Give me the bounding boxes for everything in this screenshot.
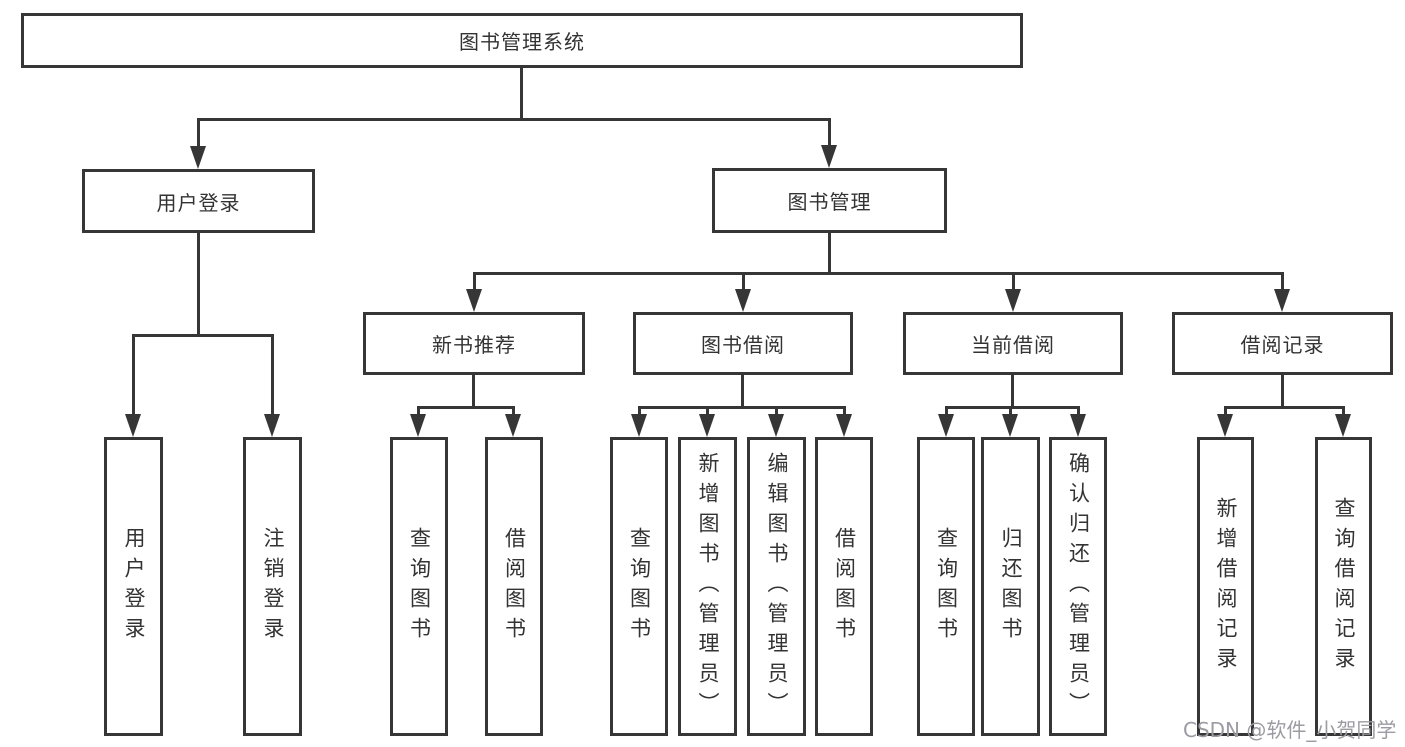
node-root: 图书管理系统: [21, 13, 1023, 68]
arrow-down-icon: [466, 289, 482, 312]
edge-to-leaf-stem: [1224, 406, 1227, 416]
edge-root-hline: [197, 118, 831, 121]
node-new-book-recommend-label: 新书推荐: [432, 333, 516, 357]
leaf-return-books: 归还图书: [981, 437, 1040, 736]
arrow-down-icon: [631, 414, 647, 437]
arrow-down-icon: [938, 414, 954, 437]
node-current-borrowing: 当前借阅: [903, 312, 1123, 375]
leaf-confirm-return-admin-label: 确认归还（管理员）: [1066, 451, 1091, 722]
edge-new-book-recommend-stem: [472, 375, 475, 408]
edge-current-borrowing-stem: [1011, 375, 1014, 408]
edge-to-leaf-stem: [775, 406, 778, 416]
edge-to-leaf-stem: [512, 406, 515, 416]
edge-book-borrowing-stem: [741, 375, 744, 408]
edge-to-level3-stem: [742, 272, 745, 289]
edge-to-leaf-stem: [706, 406, 709, 416]
node-book-borrowing-label: 图书借阅: [701, 333, 785, 357]
leaf-query-books-current: 查询图书: [917, 437, 975, 736]
leaf-query-borrow-record: 查询借阅记录: [1315, 437, 1372, 736]
arrow-down-icon: [1274, 289, 1290, 312]
edge-root-stem: [520, 66, 523, 121]
leaf-borrow-books: 借阅图书: [815, 437, 873, 736]
edge-to-leaf-stem: [1342, 406, 1345, 416]
leaf-query-books-borrowing-label: 查询图书: [627, 526, 652, 647]
node-root-label: 图书管理系统: [459, 30, 585, 54]
edge-user-login-stem: [197, 233, 200, 336]
leaf-edit-books-admin-label: 编辑图书（管理员）: [765, 451, 789, 722]
leaf-borrow-books-recommend-label: 借阅图书: [502, 526, 527, 647]
leaf-user-login: 用户登录: [104, 437, 163, 736]
edge-to-leaf-stem: [1077, 406, 1080, 416]
edge-to-level3-stem: [473, 272, 476, 289]
arrow-down-icon: [190, 146, 206, 169]
csdn-watermark: CSDN @软件_小贺同学: [1183, 718, 1397, 742]
edge-to-leaf-stem: [638, 406, 641, 416]
edge-to-leaf-stem: [271, 334, 274, 416]
leaf-query-borrow-record-label: 查询借阅记录: [1332, 496, 1356, 677]
edge-to-leaf-stem: [417, 406, 420, 416]
arrow-down-icon: [735, 289, 751, 312]
leaf-logout: 注销登录: [243, 437, 302, 736]
edge-to-level3-stem: [1281, 272, 1284, 289]
arrow-down-icon: [1002, 414, 1018, 437]
node-borrow-records-label: 借阅记录: [1240, 333, 1325, 357]
arrow-down-icon: [821, 145, 837, 168]
edge-to-level3-stem: [1012, 272, 1015, 289]
leaf-query-books-recommend-label: 查询图书: [407, 526, 432, 647]
edge-current-borrowing-hline: [945, 406, 1080, 409]
edge-to-user-login-stem: [197, 118, 200, 150]
edge-book-management-stem: [828, 233, 831, 275]
node-book-management-label: 图书管理: [787, 190, 872, 214]
leaf-add-books-admin: 新增图书（管理员）: [678, 437, 737, 736]
arrow-down-icon: [1070, 414, 1086, 437]
leaf-query-books-current-label: 查询图书: [934, 526, 959, 647]
arrow-down-icon: [768, 414, 784, 437]
edge-borrow-records-stem: [1281, 375, 1284, 408]
edge-user-login-hline: [132, 334, 274, 337]
arrow-down-icon: [505, 414, 521, 437]
leaf-add-borrow-record: 新增借阅记录: [1197, 437, 1254, 736]
edge-to-leaf-stem: [132, 334, 135, 416]
edge-new-book-recommend-hline: [417, 406, 515, 409]
edge-to-leaf-stem: [945, 406, 948, 416]
edge-to-leaf-stem: [843, 406, 846, 416]
leaf-borrow-books-recommend: 借阅图书: [485, 437, 543, 736]
leaf-return-books-label: 归还图书: [999, 526, 1023, 647]
arrow-down-icon: [264, 414, 280, 437]
arrow-down-icon: [1005, 289, 1021, 312]
edge-to-book-management-stem: [828, 118, 831, 148]
edge-borrow-records-hline: [1224, 406, 1345, 409]
leaf-confirm-return-admin: 确认归还（管理员）: [1049, 437, 1107, 736]
node-user-login-label: 用户登录: [156, 190, 241, 215]
arrow-down-icon: [699, 414, 715, 437]
arrow-down-icon: [1217, 414, 1233, 437]
edge-book-borrowing-hline: [638, 406, 845, 409]
arrow-down-icon: [125, 414, 141, 437]
leaf-query-books-borrowing: 查询图书: [610, 437, 668, 736]
arrow-down-icon: [836, 414, 852, 437]
leaf-borrow-books-label: 借阅图书: [832, 526, 857, 647]
node-user-login: 用户登录: [82, 169, 315, 233]
edge-book-management-hline: [473, 272, 1283, 275]
node-current-borrowing-label: 当前借阅: [971, 333, 1055, 357]
arrow-down-icon: [410, 414, 426, 437]
node-borrow-records: 借阅记录: [1172, 312, 1393, 375]
node-book-management: 图书管理: [712, 168, 947, 233]
arrow-down-icon: [1335, 414, 1351, 437]
leaf-user-login-label: 用户登录: [122, 526, 146, 647]
leaf-add-borrow-record-label: 新增借阅记录: [1214, 496, 1238, 677]
leaf-edit-books-admin: 编辑图书（管理员）: [747, 437, 806, 736]
edge-to-leaf-stem: [1009, 406, 1012, 416]
leaf-logout-label: 注销登录: [261, 526, 285, 647]
node-book-borrowing: 图书借阅: [633, 312, 853, 375]
node-new-book-recommend: 新书推荐: [363, 312, 585, 375]
leaf-add-books-admin-label: 新增图书（管理员）: [696, 451, 720, 722]
leaf-query-books-recommend: 查询图书: [390, 437, 448, 736]
